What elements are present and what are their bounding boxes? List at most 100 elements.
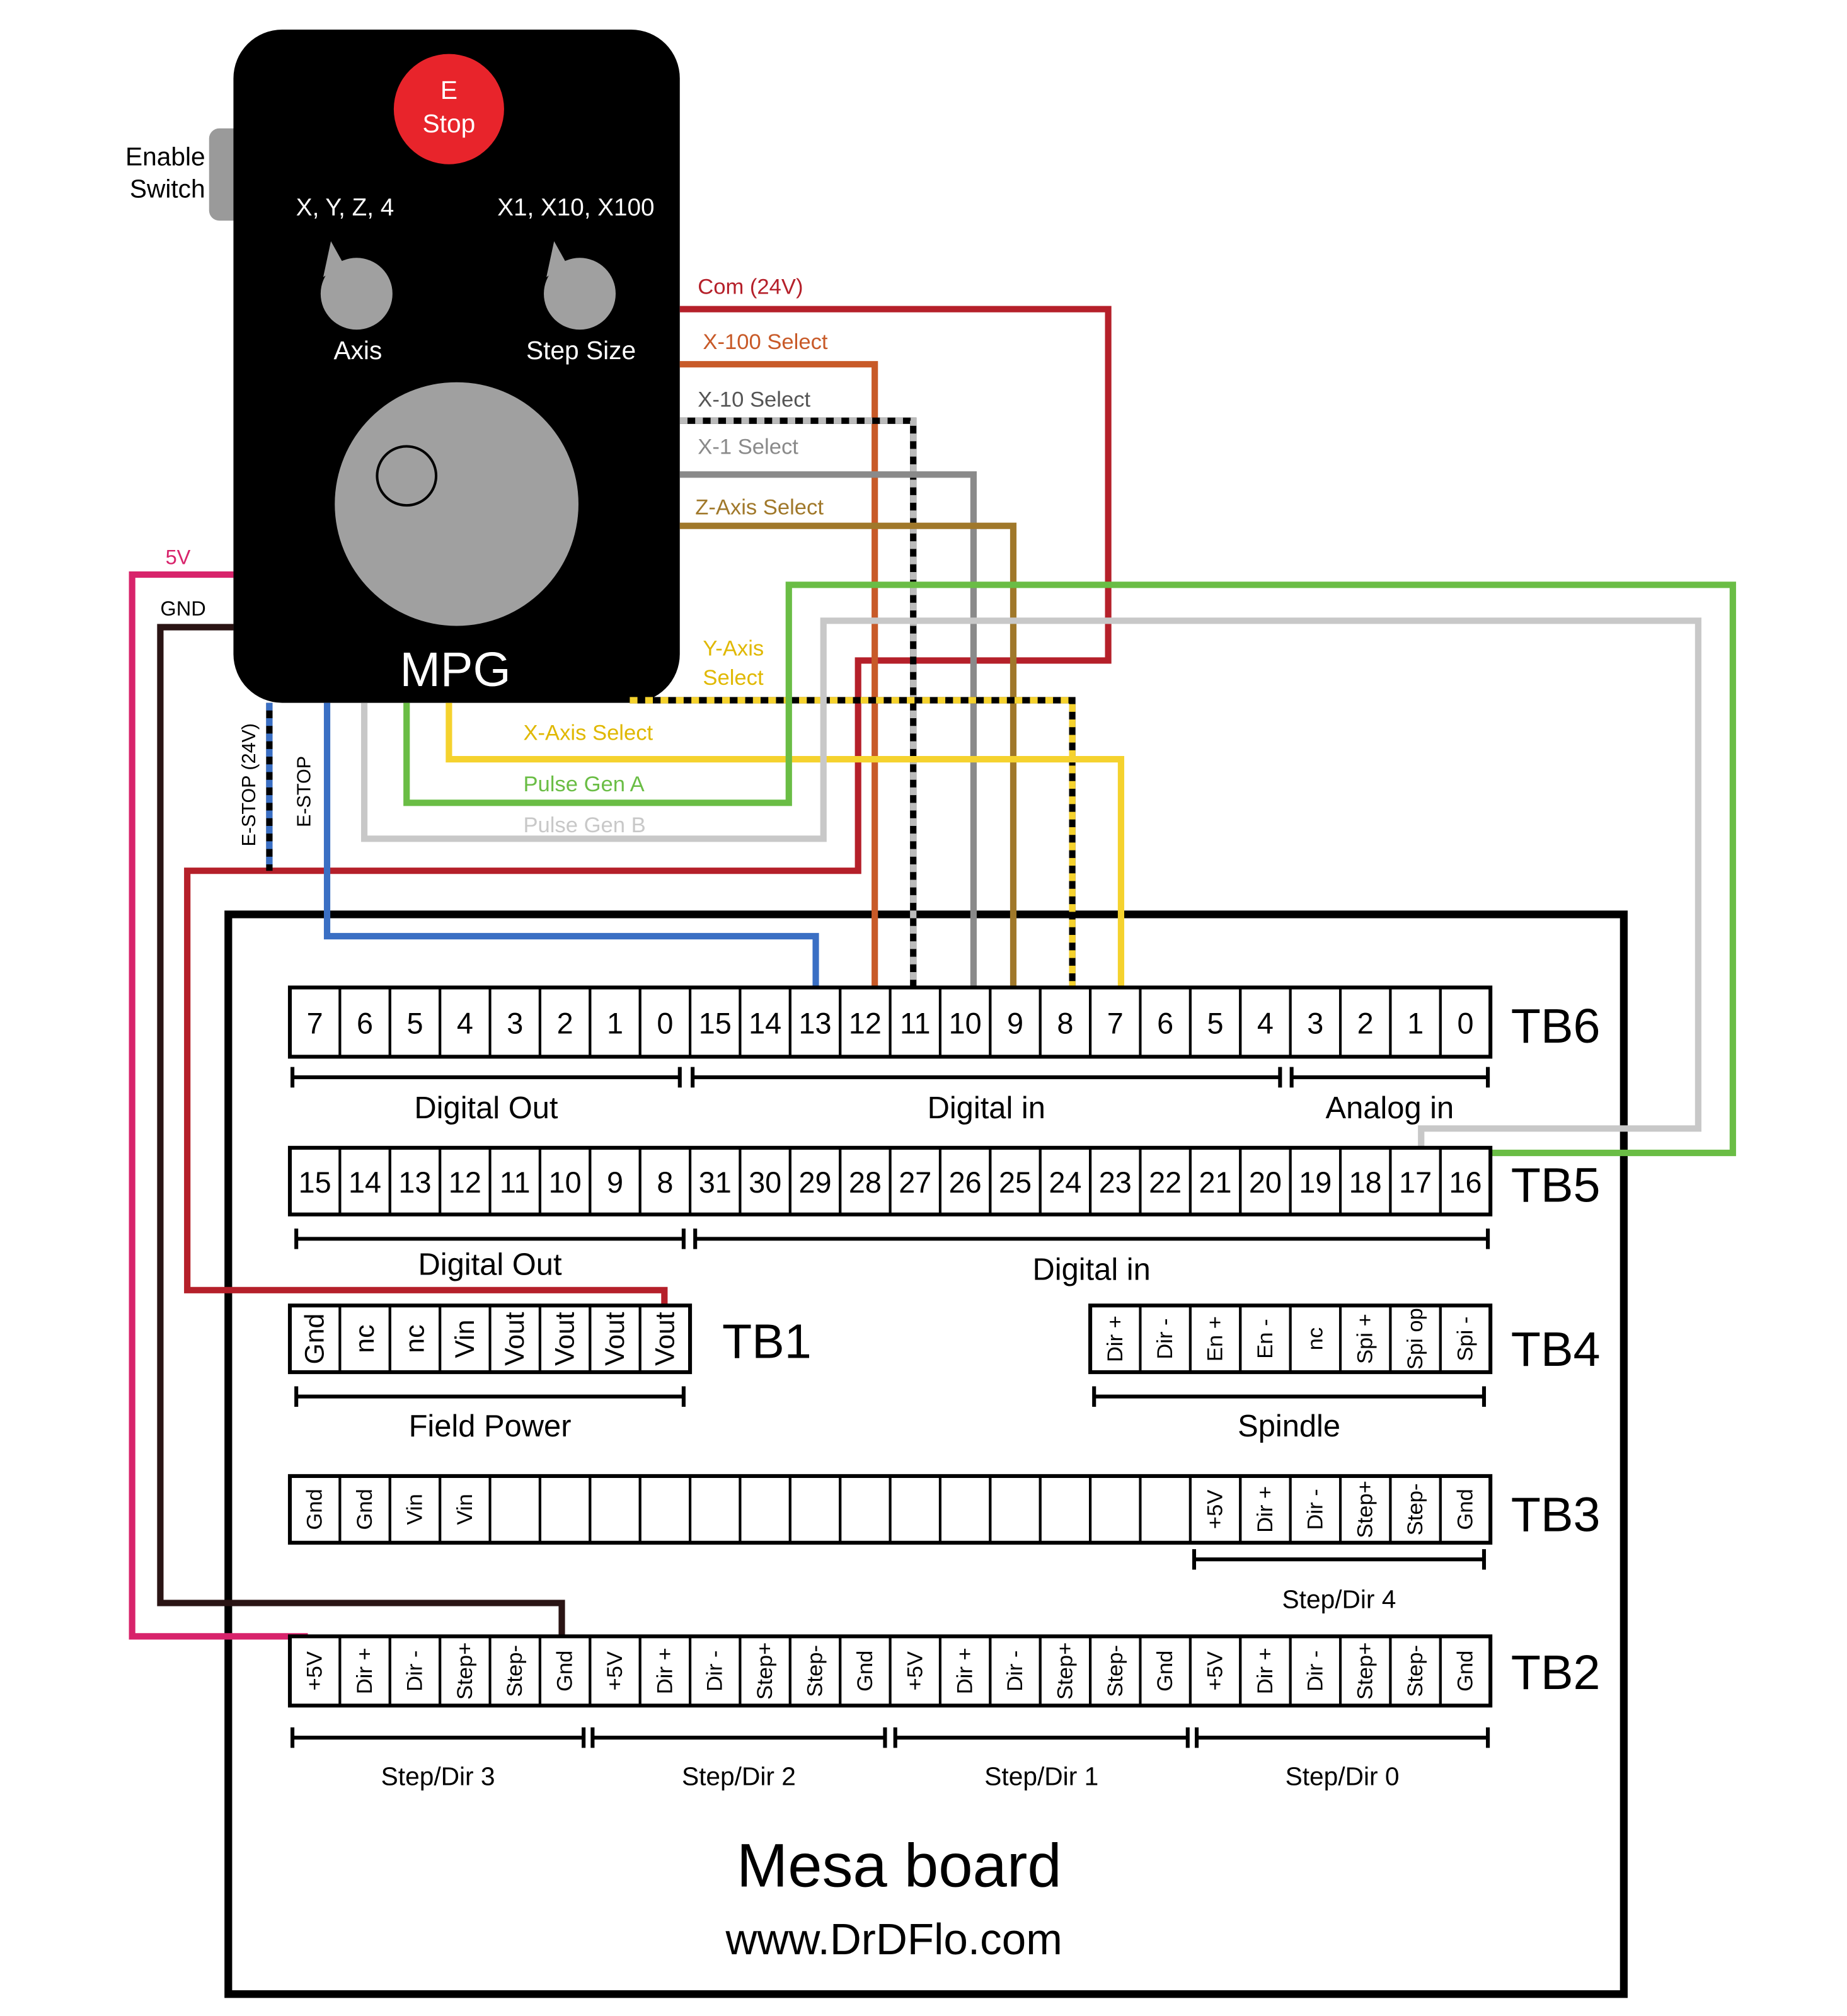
terminal-pin-label: Gnd [853,1651,877,1692]
terminal-pin-label: Dir + [653,1647,677,1694]
terminal-pin-label: Step+ [453,1642,477,1700]
terminal-pin-label: 5 [1207,1007,1224,1040]
terminal-pin-label: Vin [403,1494,427,1525]
terminal-pin-label: Spi - [1453,1317,1477,1361]
wire-x1-select [679,471,977,988]
terminal-pin-label: 4 [1257,1007,1274,1040]
terminal-pin-label: 19 [1299,1166,1332,1199]
terminal-pin-label: 2 [1357,1007,1374,1040]
terminal-pin-label: 0 [1457,1007,1473,1040]
terminal-pin-label: +5V [603,1651,627,1691]
terminal-pin-label: 26 [949,1166,982,1199]
terminal-pin-label: Dir + [1253,1647,1277,1694]
terminal-pin-label: 7 [307,1007,323,1040]
label-estop-24v: E-STOP (24V) [238,723,260,847]
wire-x-axis-select [446,702,1125,988]
terminal-pin-label: Dir - [1003,1651,1027,1692]
terminal-pin-label: 5 [406,1007,423,1040]
terminal-pin-label: Gnd [300,1314,330,1365]
tb6-group-digital-in: Digital in [691,1067,1282,1125]
tb6-group-analog-in: Analog in [1289,1067,1490,1125]
group-label: Digital Out [418,1247,562,1281]
enable-switch-label-line2: Switch [130,175,205,203]
terminal-pin-label: 7 [1107,1007,1124,1040]
terminal-pin-label: Step+ [1053,1642,1077,1700]
terminal-pin [1439,1146,1492,1216]
step-size-label: Step Size [526,336,636,365]
terminal-pin-label: 30 [749,1166,781,1199]
group-label: Digital Out [414,1091,558,1125]
terminal-block-name: TB2 [1511,1646,1601,1700]
terminal-pin-label: Vout [550,1312,580,1366]
terminal-pin-label: 20 [1249,1166,1282,1199]
terminal-block-name: TB5 [1511,1158,1601,1212]
terminal-pin [638,1304,692,1374]
label-y-axis-select-line1: Y-Axis [703,636,764,660]
terminal-pin-label: Step- [1403,1484,1427,1536]
terminal-pin-label: Dir + [953,1647,977,1694]
estop-button[interactable] [393,54,504,164]
terminal-pin-label: 4 [457,1007,473,1040]
board-url: www.DrDFlo.com [725,1915,1062,1964]
terminal-pin-label: Step+ [753,1642,777,1700]
terminal-pin-label: 18 [1349,1166,1382,1199]
group-label: Analog in [1326,1091,1454,1125]
terminal-pin-label: 15 [699,1007,732,1040]
terminal-pin-label: 3 [1307,1007,1323,1040]
terminal-pin-label: 22 [1149,1166,1182,1199]
terminal-pin-label: 6 [357,1007,373,1040]
terminal-block-name: TB4 [1511,1322,1601,1377]
terminal-pin-label: Step+ [1354,1480,1378,1538]
terminal-pin-label: Vin [453,1494,477,1525]
step-positions-label: X1, X10, X100 [497,194,654,221]
label-x10-select: X-10 Select [698,387,810,411]
terminal-pin-label: En + [1204,1316,1228,1361]
terminal-pin-label: 11 [900,1007,931,1040]
terminal-pin-label: Dir + [353,1647,377,1694]
board-title: Mesa board [737,1831,1062,1899]
terminal-pin-label: 27 [899,1166,931,1199]
terminal-pin-label: Step- [503,1645,527,1697]
label-z-axis-select: Z-Axis Select [695,495,824,519]
terminal-pin-label: Spi + [1354,1314,1378,1364]
terminal-pin-label: Gnd [1453,1489,1477,1530]
terminal-pin-label: 16 [1449,1166,1482,1199]
terminal-pin-label: nc [350,1325,380,1353]
terminal-pin-label: 8 [657,1166,673,1199]
terminal-pin-label: 28 [849,1166,882,1199]
label-pulse-gen-a: Pulse Gen A [523,772,644,796]
terminal-pin-label: Vout [650,1312,680,1366]
terminal-pin-label: Step+ [1354,1642,1378,1700]
axis-selector-knob[interactable] [320,241,393,330]
terminal-pin [1439,1474,1492,1544]
terminal-pin-label: 11 [500,1166,531,1199]
label-gnd: GND [160,597,205,620]
terminal-pin-label: 1 [1407,1007,1424,1040]
terminal-pin-label: 0 [657,1007,673,1040]
group-label: Digital in [928,1091,1045,1125]
terminal-pin-label: 29 [798,1166,831,1199]
tb6-group-digital-out: Digital Out [291,1067,682,1125]
tb2-group-step-dir-0: Step/Dir 0 [1194,1727,1490,1790]
group-label: Step/Dir 1 [984,1761,1098,1790]
terminal-pin-label: 1 [607,1007,623,1040]
wire-y-axis-select [630,697,1076,988]
group-label: Step/Dir 4 [1282,1585,1396,1614]
terminal-pin-label: Step- [1403,1645,1427,1697]
terminal-pin-label: 24 [1049,1166,1081,1199]
handwheel[interactable] [335,382,578,626]
tb4-group-spindle: Spindle [1092,1386,1487,1443]
terminal-pin-label: Gnd [303,1489,327,1530]
terminal-pin-label: nc [400,1325,430,1353]
terminal-pin-label: Gnd [1453,1651,1477,1692]
group-label: Field Power [409,1409,572,1443]
terminal-pin-label: Dir - [1303,1489,1327,1530]
terminal-pin-label: 21 [1199,1166,1232,1199]
step-size-selector-knob[interactable] [544,241,616,330]
wire-pulse-gen-a [403,581,1736,1157]
label-x1-select: X-1 Select [698,435,798,459]
tb2-group-step-dir-1: Step/Dir 1 [893,1727,1190,1790]
wire-pulse-gen-b [360,617,1701,1164]
wire-z-axis-select [679,522,1017,988]
